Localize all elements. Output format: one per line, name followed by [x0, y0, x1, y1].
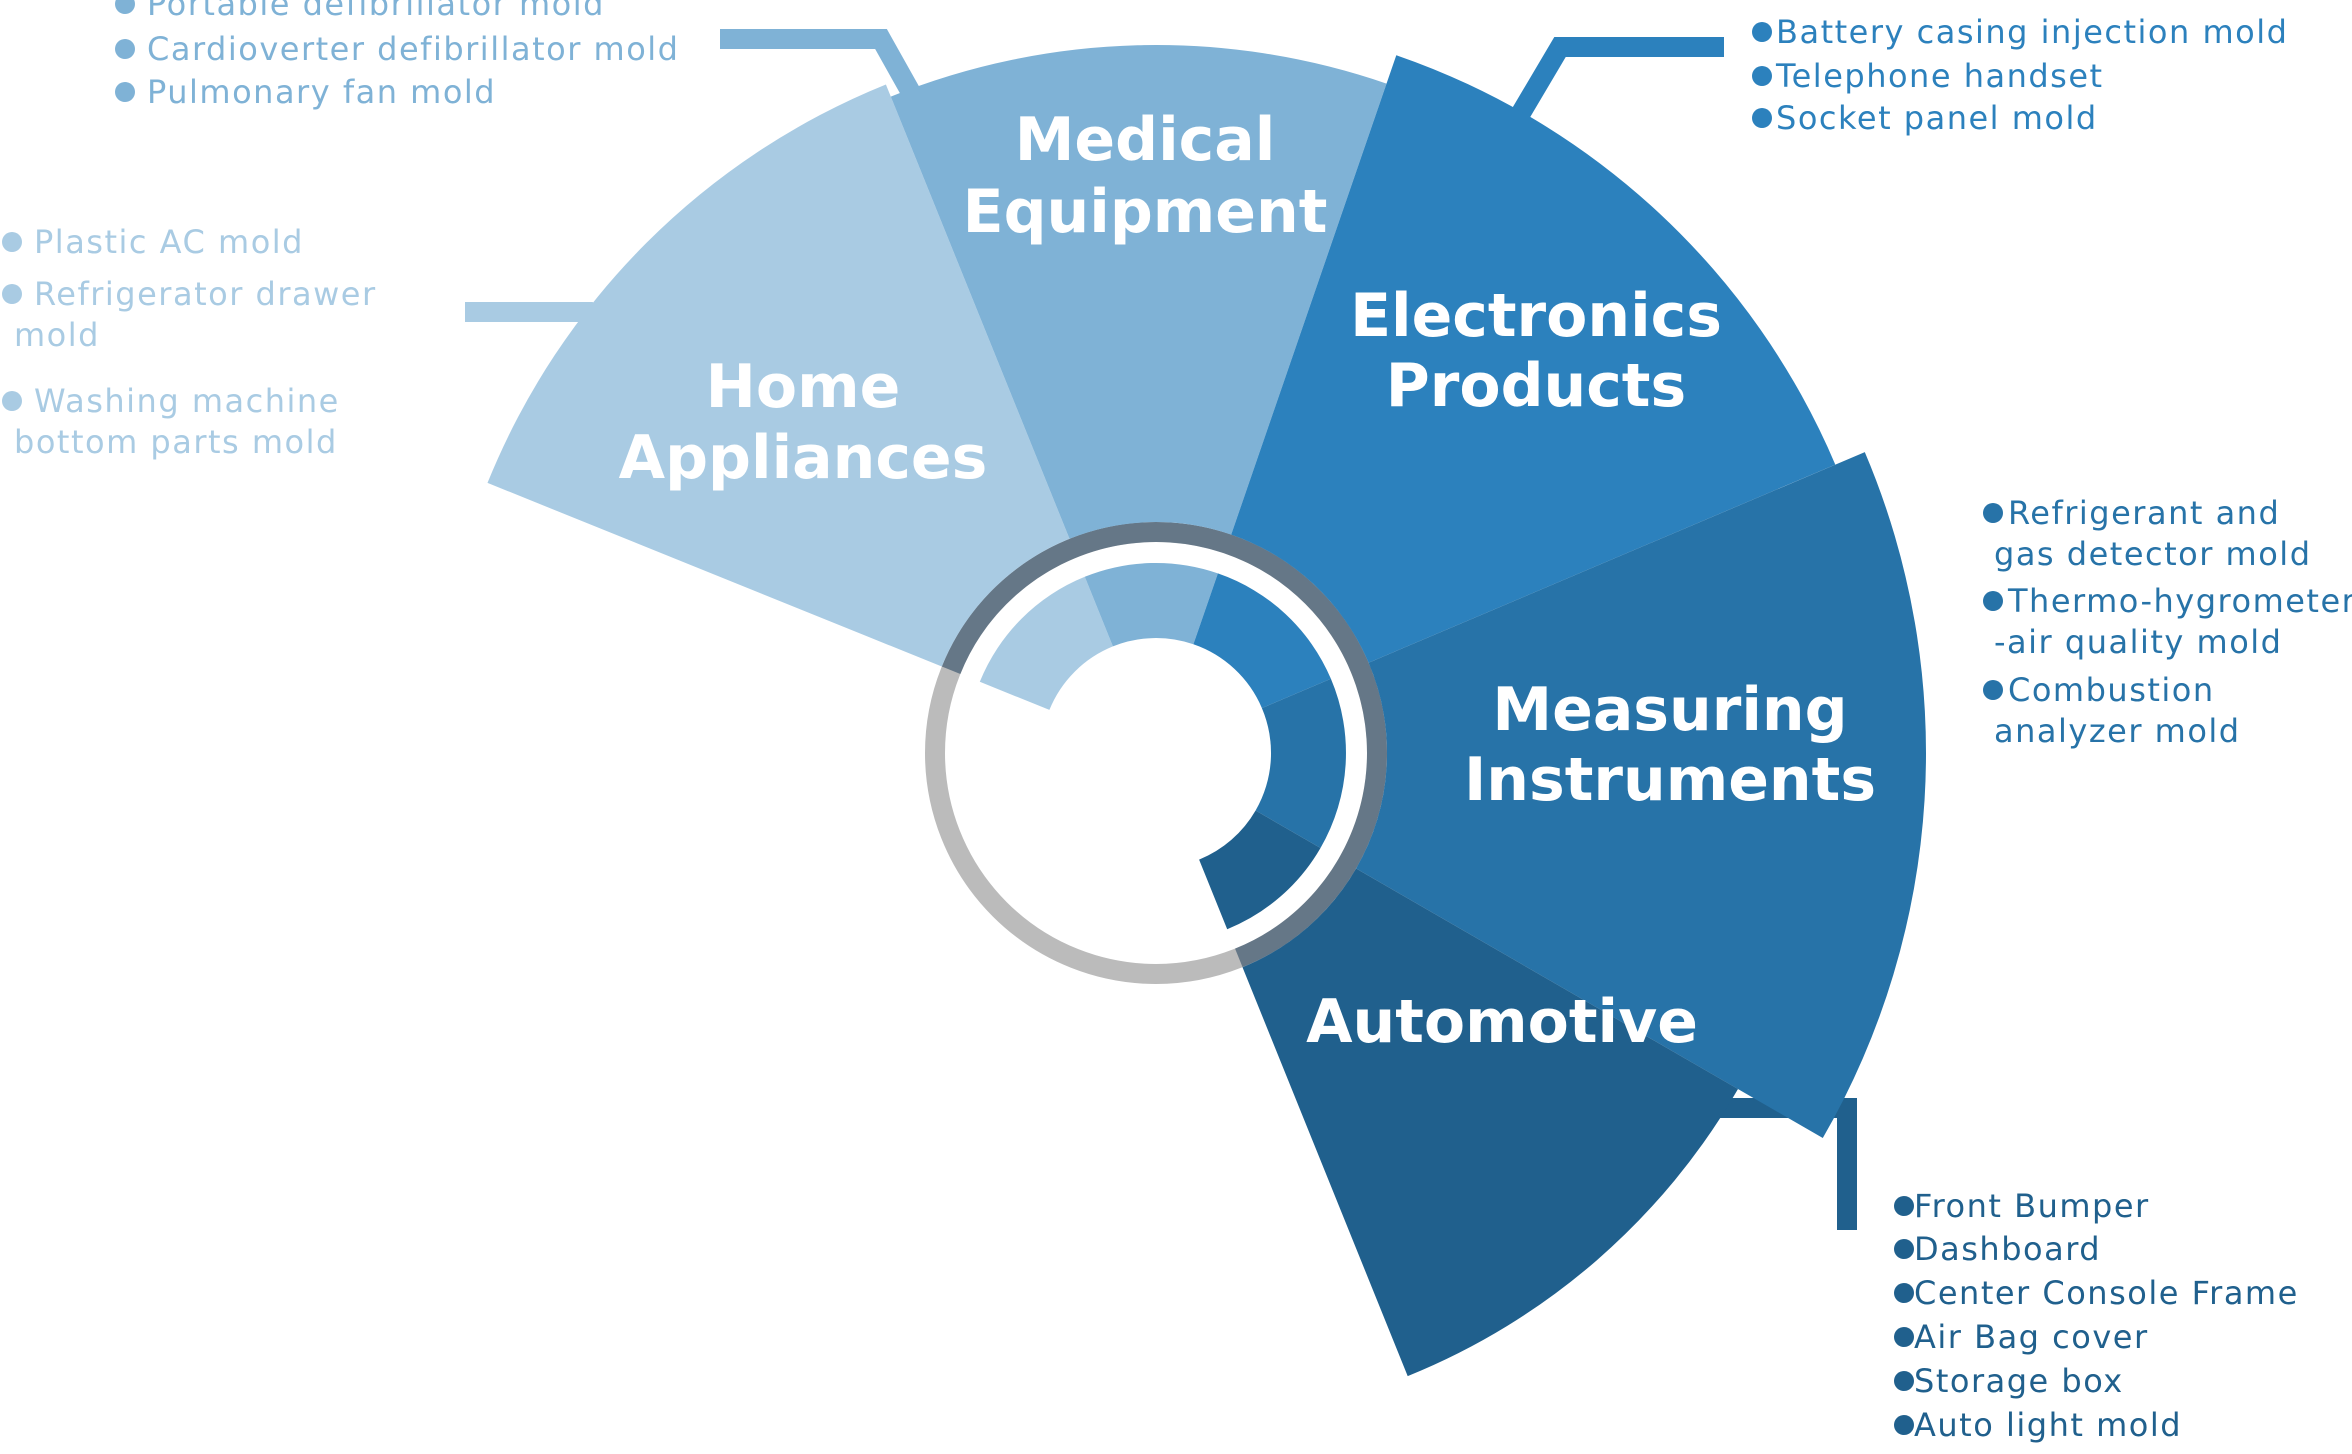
list-item: Thermo-hygrometer	[2007, 582, 2352, 620]
segment-label-line: Electronics	[1350, 281, 1722, 351]
list-item: Center Console Frame	[1914, 1274, 2299, 1312]
inner-segment-home	[979, 576, 1113, 710]
fan-segment-automotive	[1242, 868, 1738, 1377]
connector-electronics	[1509, 37, 1724, 124]
fan-segment-electronics	[1231, 55, 1836, 663]
segment-label-automotive: Automotive	[1306, 987, 1698, 1057]
list-item: Combustion	[2008, 671, 2215, 709]
inner-segment-automotive	[1199, 810, 1321, 930]
segment-label-line: Automotive	[1306, 987, 1698, 1057]
bullet-dot	[1752, 66, 1772, 86]
list-item: Refrigerant and	[2008, 494, 2280, 532]
fan-segment-medical	[890, 45, 1387, 539]
bullet-dot	[1894, 1415, 1914, 1435]
connector-automotive	[1706, 1098, 1857, 1230]
bullet-dot	[1983, 591, 2003, 611]
bullet-dot	[2, 284, 22, 304]
fan-segment-measuring	[1356, 452, 1926, 1139]
connector-medical	[720, 29, 927, 110]
segment-label-line: Instruments	[1464, 745, 1876, 815]
segment-label-line: Home	[706, 352, 901, 422]
list-item: Pulmonary fan mold	[147, 73, 496, 111]
list-item: Front Bumper	[1914, 1187, 2150, 1225]
list-item: Battery casing injection mold	[1776, 13, 2288, 51]
inner-ring-segments	[979, 562, 1346, 930]
segment-label-line: Equipment	[963, 177, 1328, 247]
bullet-dot	[1894, 1283, 1914, 1303]
list-item: Plastic AC mold	[34, 223, 304, 261]
list-medical: Portable defibrillator moldCardioverter …	[115, 0, 679, 111]
segment-label-line: Appliances	[619, 423, 988, 493]
list-item: Washing machine	[34, 382, 340, 420]
fan-segment-home	[487, 84, 1070, 667]
list-item: Cardioverter defibrillator mold	[147, 30, 679, 68]
dark-ring-overlay	[941, 522, 1387, 968]
segment-label-line: Products	[1386, 351, 1686, 421]
bullet-dot	[1894, 1239, 1914, 1259]
segment-label-line: Measuring	[1492, 675, 1847, 745]
bullet-dot	[2, 232, 22, 252]
bullet-dot	[2, 391, 22, 411]
bullet-dot	[115, 39, 135, 59]
list-item: analyzer mold	[1994, 712, 2241, 750]
bullet-dot	[1894, 1196, 1914, 1216]
bullet-dot	[115, 82, 135, 102]
list-item: Storage box	[1914, 1362, 2124, 1400]
bullet-dot	[1983, 680, 2003, 700]
list-item: Auto light mold	[1914, 1406, 2182, 1444]
list-item: Telephone handset	[1775, 57, 2104, 95]
inner-segment-measuring	[1255, 678, 1346, 848]
bullet-dot	[1894, 1371, 1914, 1391]
list-item: bottom parts mold	[14, 423, 338, 461]
bullet-dot	[1983, 503, 2003, 523]
list-item: -air quality mold	[1994, 623, 2282, 661]
list-item: gas detector mold	[1994, 535, 2312, 573]
list-item: Dashboard	[1914, 1230, 2101, 1268]
inner-segment-medical	[1084, 562, 1218, 647]
list-item: Refrigerator drawer	[34, 275, 377, 313]
segment-label-line: Medical	[1015, 105, 1276, 175]
bullet-dot	[115, 0, 135, 14]
bullet-dot	[1752, 108, 1772, 128]
list-item: Socket panel mold	[1776, 99, 2098, 137]
inner-segment-electronics	[1193, 573, 1331, 709]
fan-segments	[487, 45, 1926, 1377]
list-item: Portable defibrillator mold	[147, 0, 605, 23]
list-item: mold	[14, 316, 100, 354]
bullet-dot	[1752, 22, 1772, 42]
list-item: Air Bag cover	[1914, 1318, 2149, 1356]
bullet-dot	[1894, 1327, 1914, 1347]
